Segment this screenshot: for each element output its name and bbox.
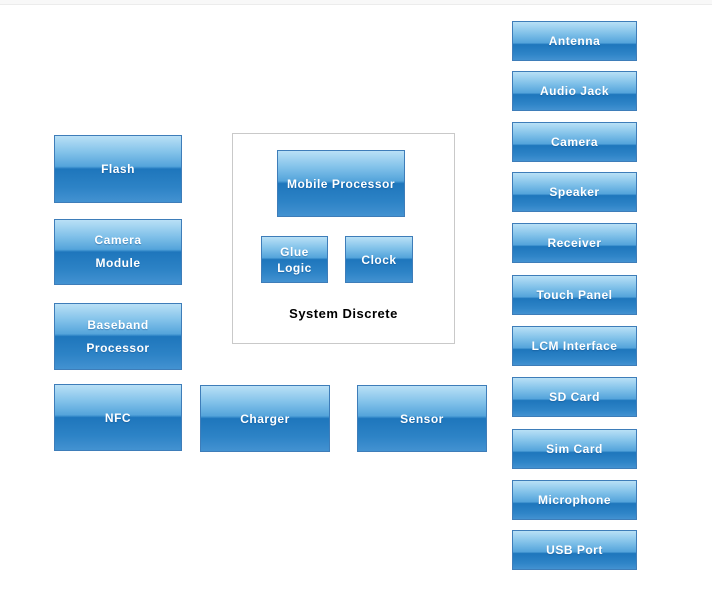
block-clock-label: Clock: [361, 252, 397, 267]
block-audio-jack: Audio Jack: [512, 71, 637, 111]
block-glue-logic-label: Glue Logic: [277, 244, 312, 275]
block-sim-card: Sim Card: [512, 429, 637, 469]
block-receiver-label: Receiver: [547, 236, 602, 250]
block-touch-panel: Touch Panel: [512, 275, 637, 315]
block-flash: Flash: [54, 135, 182, 203]
block-baseband-processor-label: Baseband Processor: [86, 317, 150, 355]
block-sensor: Sensor: [357, 385, 487, 452]
block-nfc: NFC: [54, 384, 182, 451]
block-charger: Charger: [200, 385, 330, 452]
block-lcm-interface: LCM Interface: [512, 326, 637, 366]
block-sd-card-label: SD Card: [549, 390, 600, 404]
block-charger-label: Charger: [240, 411, 290, 426]
block-usb-port-label: USB Port: [546, 543, 603, 557]
block-glue-logic: Glue Logic: [261, 236, 328, 283]
block-receiver: Receiver: [512, 223, 637, 263]
block-lcm-interface-label: LCM Interface: [531, 339, 618, 353]
block-flash-label: Flash: [101, 162, 135, 176]
block-camera-module: Camera Module: [54, 219, 182, 285]
block-speaker: Speaker: [512, 172, 637, 212]
system-discrete-title: System Discrete: [289, 306, 398, 321]
block-microphone-label: Microphone: [538, 493, 611, 507]
block-microphone: Microphone: [512, 480, 637, 520]
top-strip: [0, 0, 712, 5]
block-sensor-label: Sensor: [400, 411, 444, 426]
block-sim-card-label: Sim Card: [546, 442, 603, 456]
block-touch-panel-label: Touch Panel: [536, 288, 613, 302]
block-clock: Clock: [345, 236, 413, 283]
block-camera-label: Camera: [550, 135, 599, 149]
block-mobile-processor: Mobile Processor: [277, 150, 405, 217]
block-nfc-label: NFC: [104, 410, 132, 425]
block-camera-module-label: Camera Module: [94, 233, 142, 270]
block-sd-card: SD Card: [512, 377, 637, 417]
block-antenna: Antenna: [512, 21, 637, 61]
block-audio-jack-label: Audio Jack: [539, 84, 610, 98]
block-baseband-processor: Baseband Processor: [54, 303, 182, 370]
system-discrete-group: Mobile Processor Glue Logic Clock System…: [232, 133, 455, 344]
block-camera: Camera: [512, 122, 637, 162]
block-usb-port: USB Port: [512, 530, 637, 570]
block-mobile-processor-label: Mobile Processor: [286, 176, 396, 191]
block-speaker-label: Speaker: [549, 185, 600, 199]
block-antenna-label: Antenna: [548, 34, 601, 48]
